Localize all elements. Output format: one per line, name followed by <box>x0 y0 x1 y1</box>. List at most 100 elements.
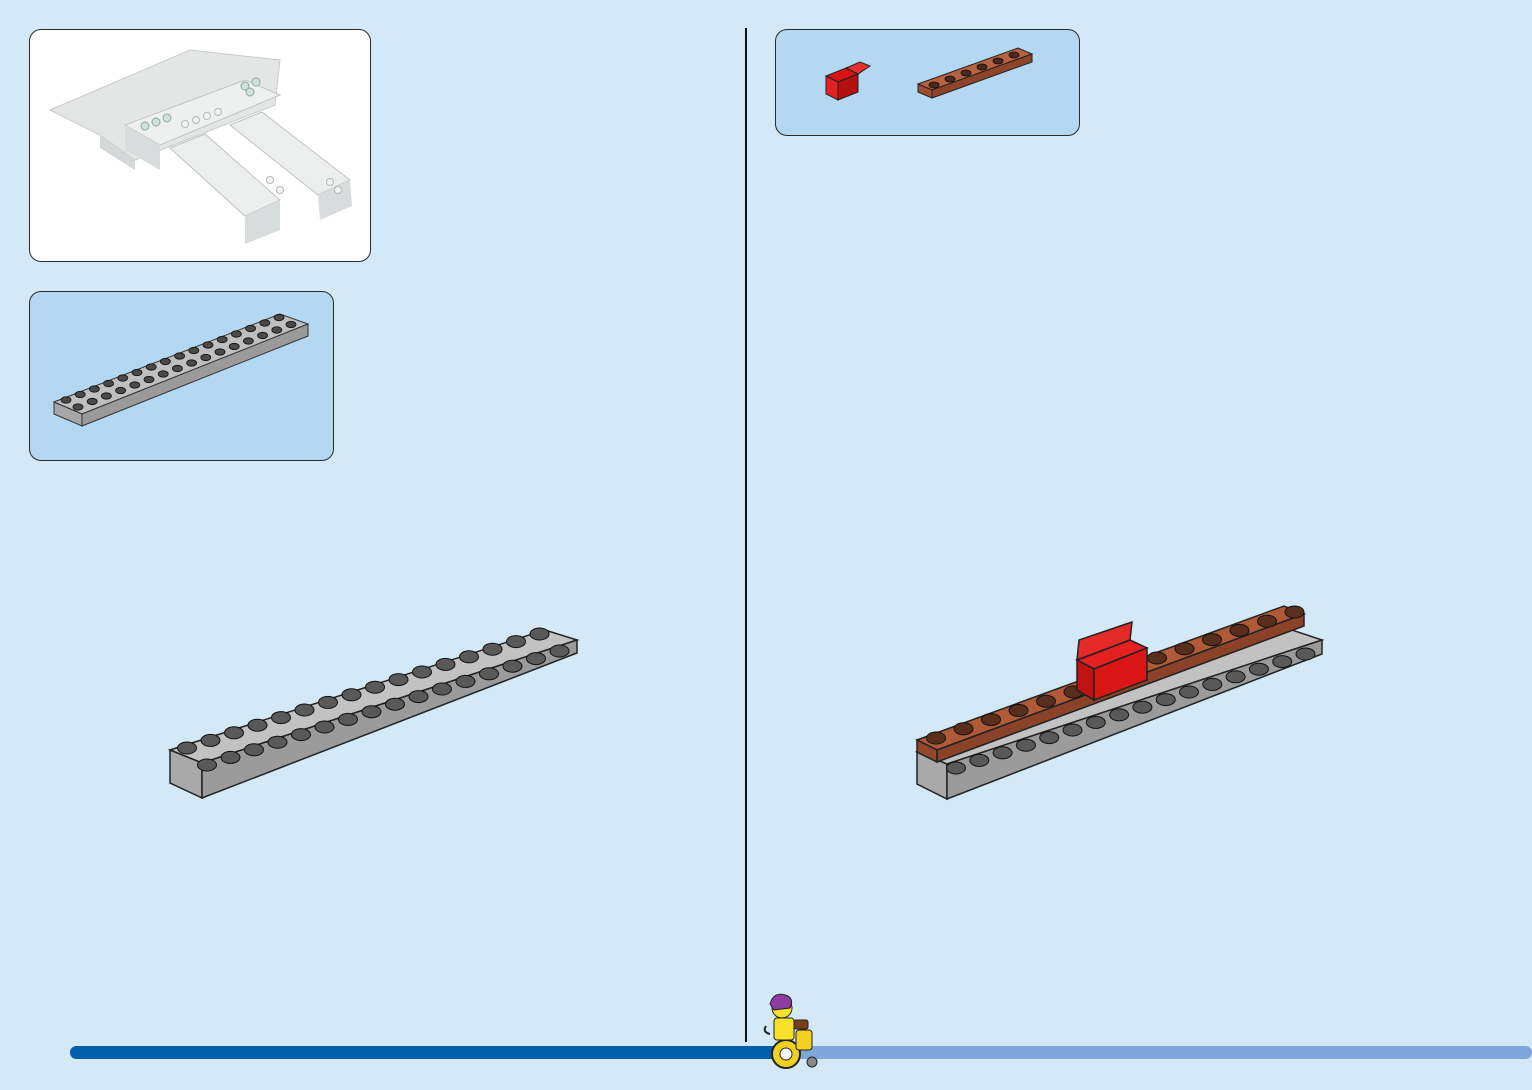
stud <box>366 681 385 693</box>
stud <box>386 698 405 710</box>
stud <box>146 364 156 370</box>
stud <box>954 723 973 735</box>
stud <box>1285 606 1304 618</box>
stud <box>116 387 126 393</box>
stud <box>268 736 287 748</box>
stud <box>339 713 358 725</box>
stud <box>319 696 338 708</box>
stud <box>130 382 140 388</box>
stud <box>245 744 264 756</box>
stud <box>292 729 311 741</box>
stud <box>507 636 526 648</box>
stud <box>144 376 154 382</box>
stud <box>231 331 241 337</box>
stud <box>1249 663 1268 675</box>
stud <box>1230 624 1249 636</box>
stud <box>1063 724 1082 736</box>
right-parts-panel <box>775 29 1080 136</box>
right-build-step-image <box>912 592 1332 802</box>
stud <box>527 653 546 665</box>
stud <box>260 320 270 326</box>
stud <box>315 721 334 733</box>
stud <box>503 660 522 672</box>
stud <box>1148 652 1167 664</box>
stud <box>483 643 502 655</box>
stud <box>947 762 966 774</box>
stud <box>1133 701 1152 713</box>
stud <box>160 358 170 364</box>
stud <box>221 751 240 763</box>
stud <box>203 342 213 348</box>
completed-submodel-image <box>30 30 372 263</box>
stud <box>1037 695 1056 707</box>
stud <box>201 354 211 360</box>
stud <box>172 365 182 371</box>
stud <box>433 683 452 695</box>
stud <box>409 691 428 703</box>
stud <box>970 754 989 766</box>
stud <box>132 369 142 375</box>
stud <box>248 719 267 731</box>
stud <box>158 371 168 377</box>
stud <box>1203 634 1222 646</box>
stud <box>436 658 455 670</box>
stud <box>272 712 291 724</box>
stud <box>118 375 128 381</box>
stud <box>201 734 220 746</box>
stud <box>189 347 199 353</box>
minifigure-in-wheelchair-icon <box>760 990 820 1072</box>
stud <box>1040 732 1059 744</box>
stud <box>1110 709 1129 721</box>
stud <box>389 674 408 686</box>
stud <box>1273 656 1292 668</box>
stud <box>362 706 381 718</box>
stud <box>175 353 185 359</box>
stud <box>215 349 225 355</box>
stud <box>286 321 296 327</box>
stud <box>413 666 432 678</box>
stud <box>1175 643 1194 655</box>
stud <box>927 732 946 744</box>
left-build-step-image <box>165 605 585 805</box>
progress-bar-fill <box>70 1046 801 1059</box>
stud <box>295 704 314 716</box>
stud <box>87 398 97 404</box>
stud <box>342 689 361 701</box>
stud <box>1086 716 1105 728</box>
stud <box>272 327 282 333</box>
stud <box>187 360 197 366</box>
stud <box>1226 671 1245 683</box>
stud <box>246 325 256 331</box>
stud <box>225 727 244 739</box>
stud <box>1016 739 1035 751</box>
stud <box>1156 694 1175 706</box>
stud <box>258 332 268 338</box>
panel-1x2x1-red-icon <box>818 54 878 114</box>
stud <box>198 759 217 771</box>
stud <box>274 314 284 320</box>
stud <box>73 404 83 410</box>
stud <box>982 714 1001 726</box>
stud <box>217 336 227 342</box>
stud <box>243 338 253 344</box>
plate-1x6-reddish-brown-icon <box>914 44 1044 114</box>
stud <box>550 645 569 657</box>
stud <box>101 393 111 399</box>
plate-2x16-light-gray-icon <box>30 292 335 462</box>
stud <box>104 380 114 386</box>
stud <box>178 742 197 754</box>
stud <box>1258 615 1277 627</box>
left-parts-panel <box>29 291 334 461</box>
stud <box>993 747 1012 759</box>
stud <box>1296 648 1315 660</box>
stud <box>480 668 499 680</box>
stud <box>1203 678 1222 690</box>
submodel-reference-panel <box>29 29 371 262</box>
stud <box>61 397 71 403</box>
stud <box>460 651 479 663</box>
stud <box>1180 686 1199 698</box>
page-divider <box>745 28 747 1042</box>
stud <box>229 343 239 349</box>
stud <box>89 386 99 392</box>
stud <box>75 391 85 397</box>
